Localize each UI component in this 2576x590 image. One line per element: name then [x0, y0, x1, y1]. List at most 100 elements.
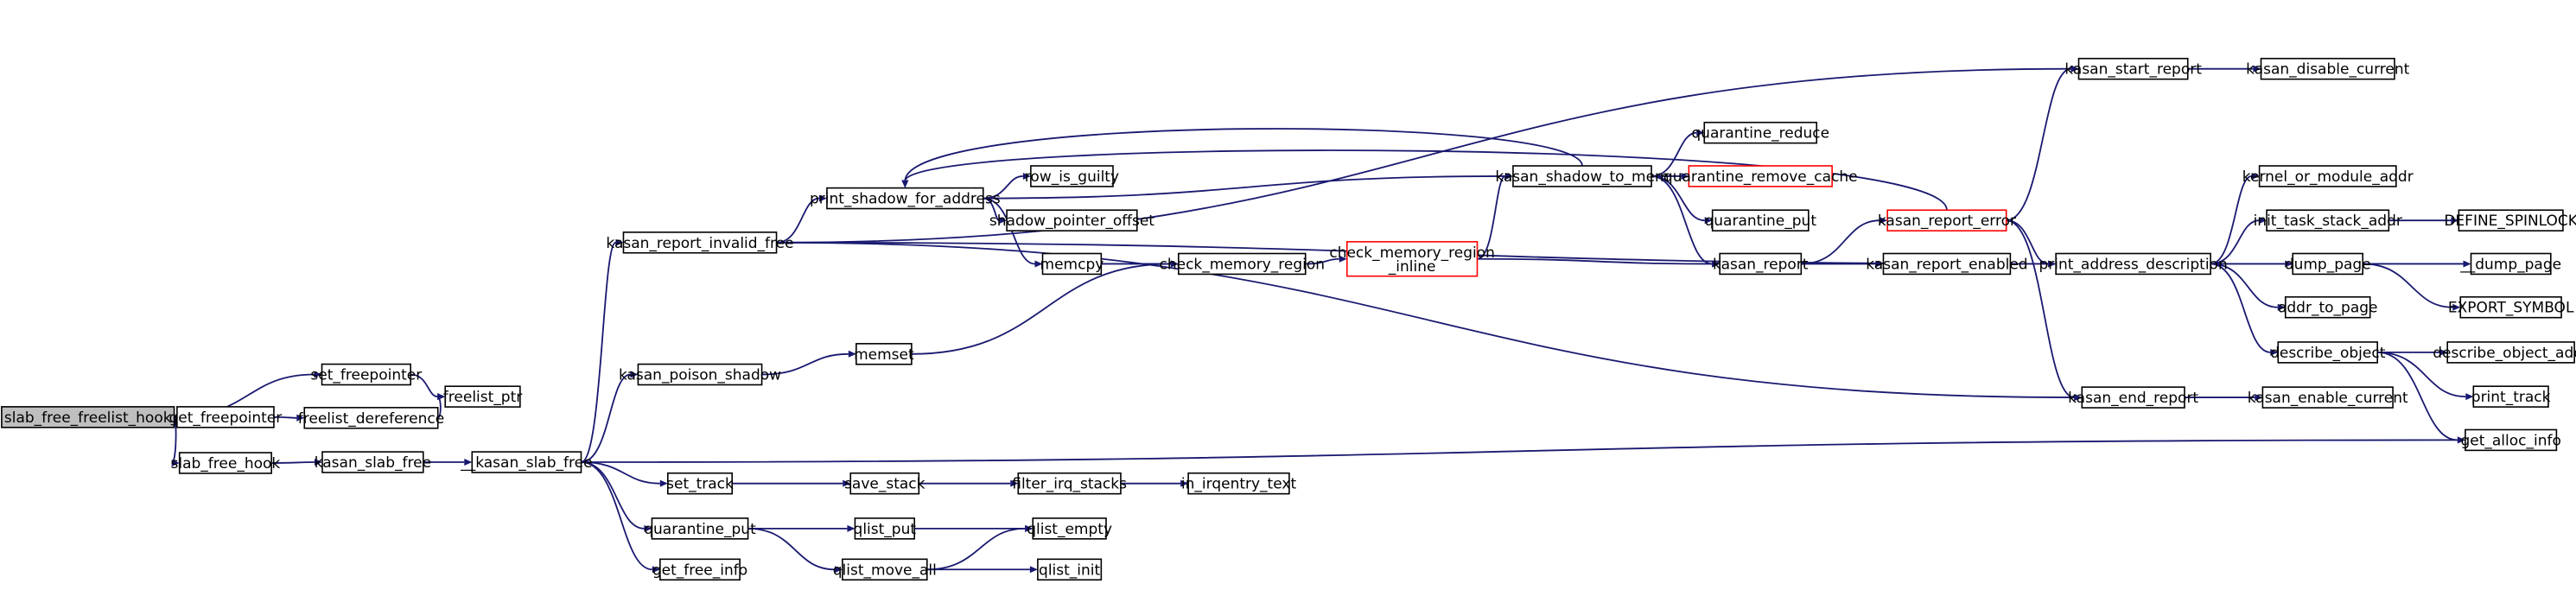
node-get-freepointer[interactable]: get_freepointer: [169, 406, 283, 428]
node-DEFINE-SPINLOCK[interactable]: DEFINE_SPINLOCK: [2444, 209, 2576, 232]
node-label: kasan_report_invalid_free: [606, 235, 793, 252]
node-in-irqentry-text[interactable]: in_irqentry_text: [1181, 472, 1297, 495]
node-label: init_task_stack_addr: [2254, 213, 2402, 230]
node---kasan-slab-free[interactable]: __kasan_slab_free: [460, 451, 593, 473]
node-box: [2446, 341, 2575, 364]
node-save-stack[interactable]: save_stack: [844, 472, 925, 495]
node-box: [637, 363, 763, 386]
node-label: kasan_end_report: [2068, 390, 2198, 407]
node-label: in_irqentry_text: [1181, 476, 1297, 493]
node-kasan-shadow-to-mem[interactable]: kasan_shadow_to_mem: [1495, 165, 1670, 187]
edge-kasan_start_report-to-kasan_disable_current: [2187, 65, 2261, 73]
node-label: kasan_poison_shadow: [619, 367, 781, 384]
node-memset[interactable]: memset: [854, 343, 914, 365]
edge-layer: [169, 65, 2474, 574]
node-label: get_freepointer: [169, 409, 283, 427]
edge-__kasan_slab_free-to-kasan_poison_shadow: [581, 371, 639, 463]
node-kasan-disable-current[interactable]: kasan_disable_current: [2246, 57, 2410, 80]
node-qlist-put[interactable]: qlist_put: [854, 517, 917, 540]
node-box: [1512, 165, 1652, 187]
node-kasan-start-report[interactable]: kasan_start_report: [2064, 57, 2202, 80]
node-label: print_track: [2471, 389, 2551, 406]
node-shadow-pointer-offset[interactable]: shadow_pointer_offset: [989, 209, 1154, 232]
node-kasan-poison-shadow[interactable]: kasan_poison_shadow: [619, 363, 781, 386]
node-label: filter_irq_stacks: [1012, 476, 1127, 493]
node-init-task-stack-addr[interactable]: init_task_stack_addr: [2254, 209, 2402, 232]
edge-print_shadow_for_address-to-memcpy: [983, 197, 1043, 268]
node-box: [2077, 57, 2189, 80]
edge-quarantine_put_l-to-qlist_move_all: [747, 527, 843, 574]
node-check-memory-region-inline[interactable]: check_memory_region_inline: [1329, 241, 1495, 277]
node-kasan-report[interactable]: kasan_report: [1713, 252, 1809, 276]
node-quarantine-put-r[interactable]: quarantine_put: [1704, 209, 1816, 232]
node-box: [2465, 428, 2558, 452]
edge-freelist_dereference-to-freelist_ptr: [436, 393, 446, 419]
node-set-freepointer[interactable]: set_freepointer: [310, 363, 422, 386]
node-describe-object-addr[interactable]: describe_object_addr: [2433, 341, 2576, 364]
node-box: [321, 451, 424, 473]
node-layer: slab_free_freelist_hook set_freepointerge…: [1, 57, 2576, 581]
node-box: [1886, 209, 2007, 232]
node-slab-free-hook[interactable]: slab_free_hook: [171, 452, 281, 474]
node-box: [2284, 295, 2371, 319]
node-print-track[interactable]: print_track: [2471, 385, 2551, 408]
node-kasan-enable-current[interactable]: kasan_enable_current: [2248, 386, 2408, 409]
node-slab-free-freelist-hook[interactable]: slab_free_freelist_hook: [1, 406, 175, 428]
node-box: [2261, 386, 2394, 409]
node-box: [2277, 341, 2378, 364]
node-label: kasan_report_enabled: [1866, 256, 2027, 273]
node-kasan-end-report[interactable]: kasan_end_report: [2068, 386, 2198, 409]
edge-slab_free_hook-to-kasan_slab_free: [271, 459, 322, 466]
node-kasan-report-invalid-free[interactable]: kasan_report_invalid_free: [606, 232, 794, 254]
node-set-track[interactable]: set_track: [666, 472, 734, 495]
edge-__kasan_slab_free-to-kasan_report_invalid_free: [581, 238, 624, 463]
edge-filter_irq_stacks-to-in_irqentry_text: [1120, 479, 1189, 487]
node-kernel-or-module-addr[interactable]: kernel_or_module_addr: [2242, 165, 2414, 187]
node-freelist-dereference[interactable]: freelist_dereference: [298, 407, 444, 429]
node-filter-irq-stacks[interactable]: filter_irq_stacks: [1012, 472, 1127, 495]
edge-print_address_description-to-kernel_or_module_addr: [2210, 172, 2260, 265]
node-row-is-guilty[interactable]: row_is_guilty: [1025, 165, 1119, 187]
node-box: [651, 517, 749, 540]
node-qlist-move-all[interactable]: qlist_move_all: [833, 558, 937, 581]
node-kasan-report-enabled[interactable]: kasan_report_enabled: [1866, 252, 2028, 276]
node-label: kasan_report_error: [1878, 213, 2016, 230]
node-quarantine-remove-cache[interactable]: quarantine_remove_cache: [1663, 165, 1858, 187]
node-qlist-empty[interactable]: qlist_empty: [1027, 517, 1112, 540]
node-box: [2266, 209, 2390, 232]
node-EXPORT-SYMBOL[interactable]: EXPORT_SYMBOL: [2448, 295, 2574, 319]
node-quarantine-put-l[interactable]: quarantine_put: [644, 517, 756, 540]
node-kasan-report-error[interactable]: kasan_report_error: [1878, 209, 2016, 232]
node-box: [2472, 385, 2549, 408]
node-label: check_memory_region: [1329, 244, 1495, 262]
edge-init_task_stack_addr-to-DEFINE_SPINLOCK: [2388, 217, 2459, 225]
node-box: [1187, 472, 1290, 495]
node-freelist-ptr[interactable]: freelist_ptr: [443, 385, 522, 408]
edge-print_address_description-to-dump_page: [2210, 260, 2293, 268]
node-box: [1006, 209, 1138, 232]
node-qlist-init[interactable]: qlist_init: [1037, 558, 1103, 581]
node-print-address-description[interactable]: print_address_description: [2039, 252, 2228, 276]
node-label: slab_free_hook: [171, 455, 281, 473]
node-box: [1, 406, 175, 428]
node-print-shadow-for-address[interactable]: print_shadow_for_address: [810, 187, 1001, 210]
node---dump-page[interactable]: __dump_page: [2459, 252, 2561, 276]
node-label: EXPORT_SYMBOL: [2448, 300, 2574, 317]
node-kasan-slab-free[interactable]: kasan_slab_free: [315, 451, 431, 473]
node-label: freelist_ptr: [443, 389, 522, 406]
node-quarantine-reduce[interactable]: quarantine_reduce: [1691, 121, 1829, 144]
edge-kasan_report-to-kasan_report_enabled: [1801, 260, 1884, 268]
node-get-free-info[interactable]: get_free_info: [652, 558, 747, 581]
node-check-memory-region[interactable]: check_memory_region: [1159, 252, 1325, 276]
node-addr-to-page[interactable]: addr_to_page: [2278, 295, 2378, 319]
node-box: [2459, 295, 2562, 319]
node-dump-page[interactable]: dump_page: [2285, 252, 2371, 276]
edge-check_memory_region-to-check_memory_region_inline: [1305, 255, 1347, 265]
edge-kasan_report_error-to-kasan_end_report: [2006, 219, 2083, 402]
node-describe-object[interactable]: describe_object: [2270, 341, 2386, 364]
node-get-alloc-info[interactable]: get_alloc_info: [2460, 428, 2561, 452]
node-memcpy[interactable]: memcpy: [1040, 252, 1104, 276]
node-box: [2292, 252, 2364, 276]
node-label: describe_object_addr: [2433, 345, 2576, 362]
edge-kasan_report_error-to-kasan_start_report: [2006, 65, 2079, 222]
